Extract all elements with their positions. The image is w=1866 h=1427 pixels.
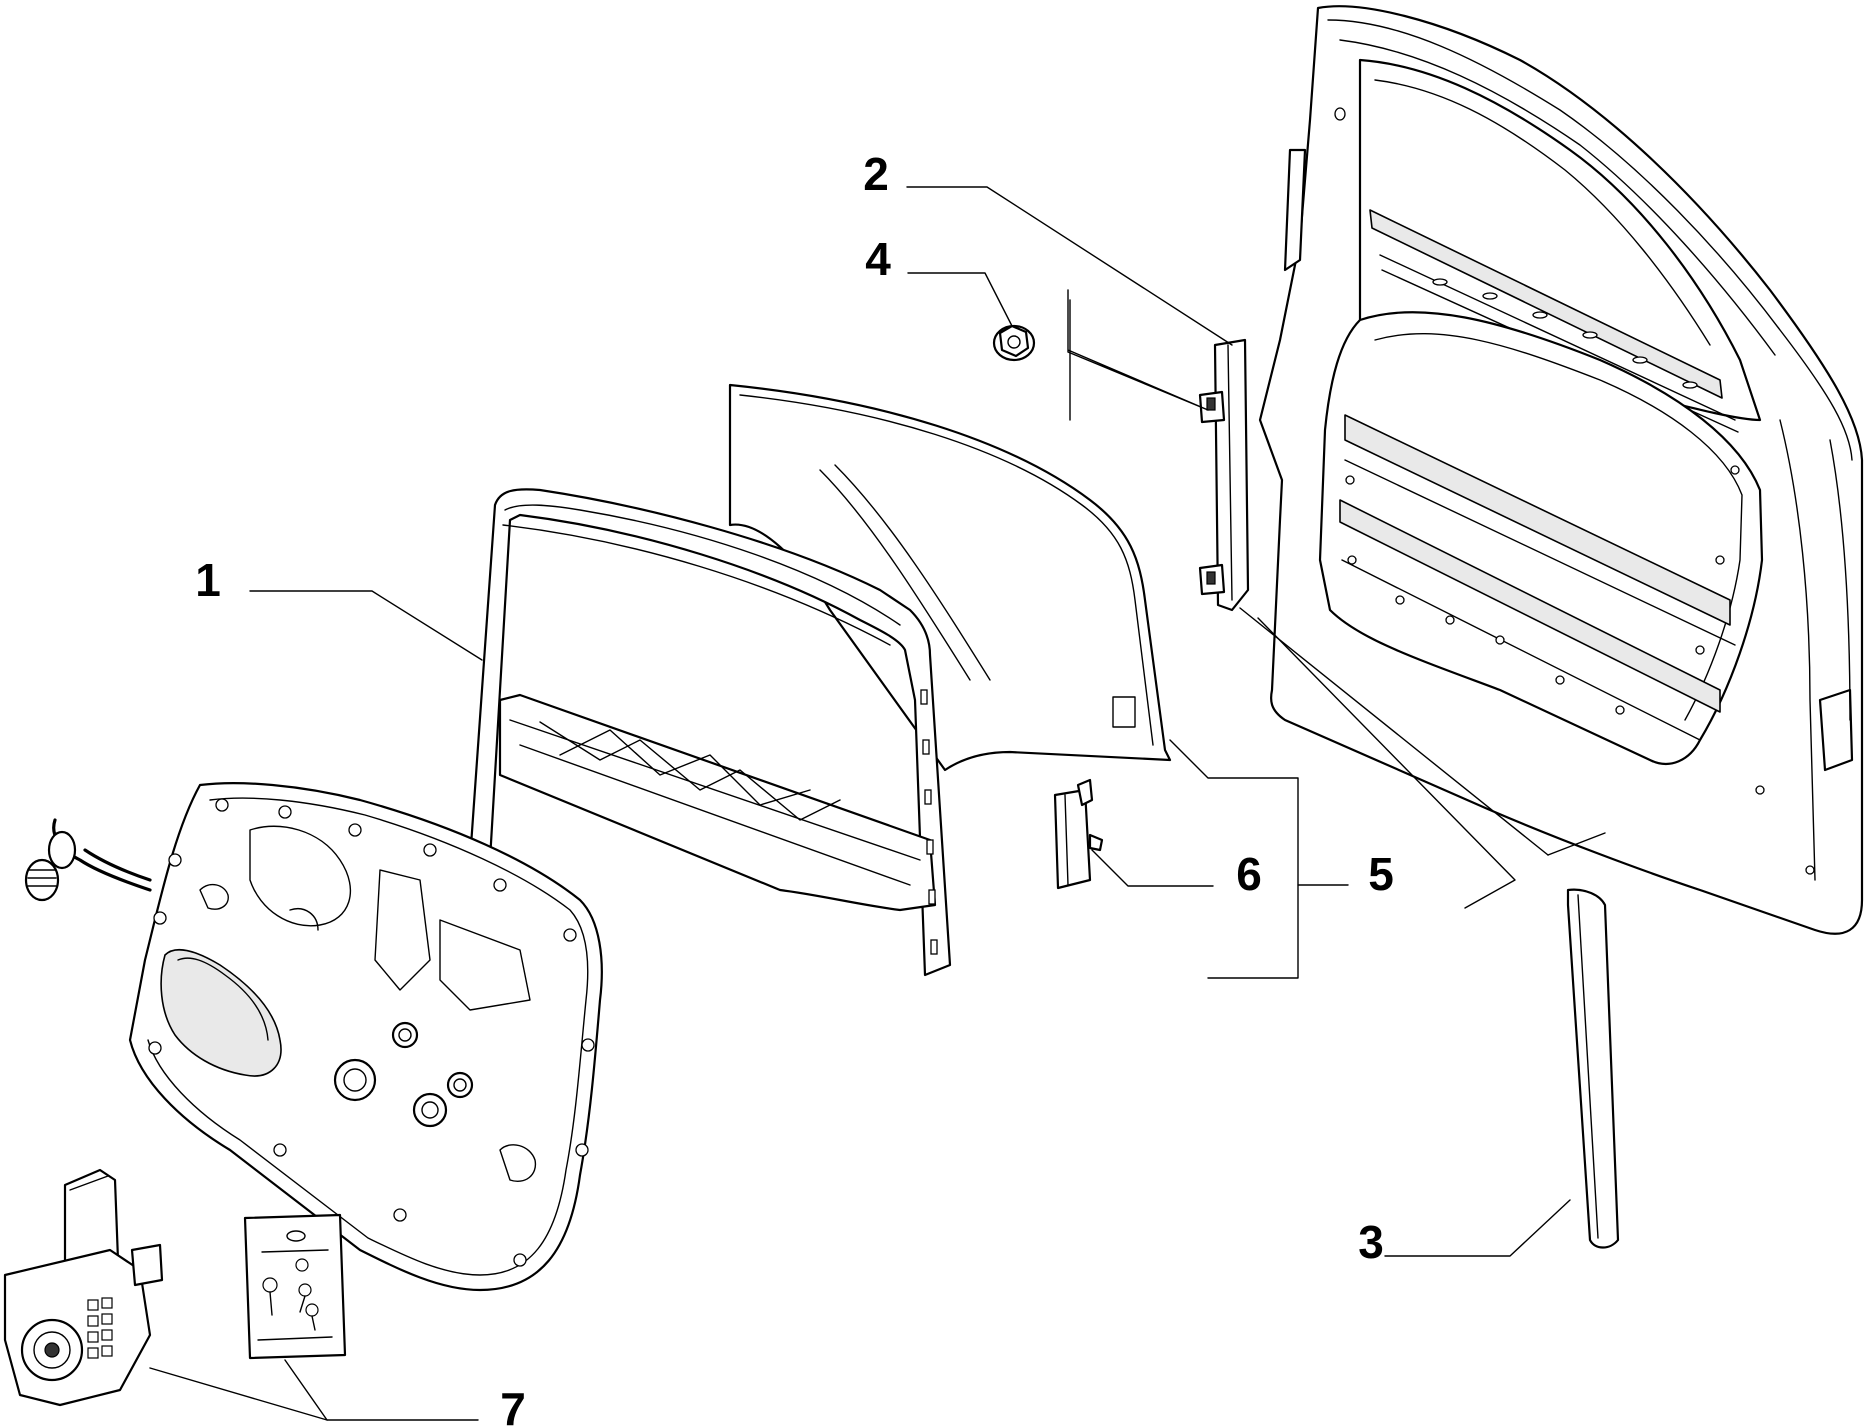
leader-lines [149, 186, 1606, 1421]
leader-line-2 [906, 186, 1233, 346]
callout-7: 7 [500, 1383, 526, 1427]
leader-line-7b [149, 1367, 328, 1421]
leader-bracket-4 [1067, 289, 1209, 411]
flange-nut [992, 324, 1036, 362]
wiring-harness [24, 818, 152, 902]
leader-line-door-c [1257, 617, 1516, 909]
callout-1: 1 [195, 554, 221, 606]
leader-line-door-b [1547, 832, 1606, 856]
guide-clip [1053, 778, 1104, 890]
leader-line-5 [1169, 739, 1349, 886]
leader-line-door-a [1239, 607, 1549, 856]
callout-2: 2 [863, 148, 889, 200]
window-guide-rail [1198, 338, 1250, 612]
window-motor [3, 1168, 164, 1407]
window-frame-assembly [468, 488, 952, 977]
callout-3: 3 [1358, 1216, 1384, 1268]
fastener-kit-bag [243, 1213, 347, 1360]
leader-line-5b [1207, 884, 1299, 979]
leader-line-3 [1384, 1199, 1571, 1257]
leader-line-7a [284, 1359, 479, 1421]
leader-line-6 [1091, 849, 1214, 887]
callout-6: 6 [1236, 848, 1262, 900]
door-shell [1258, 5, 1864, 935]
callout-5: 5 [1368, 848, 1394, 900]
leader-line-1 [249, 590, 483, 661]
callout-4: 4 [865, 233, 891, 285]
leader-line-4 [907, 272, 1013, 327]
door-module-panel [128, 782, 603, 1292]
door-weatherstrip [1566, 888, 1620, 1249]
